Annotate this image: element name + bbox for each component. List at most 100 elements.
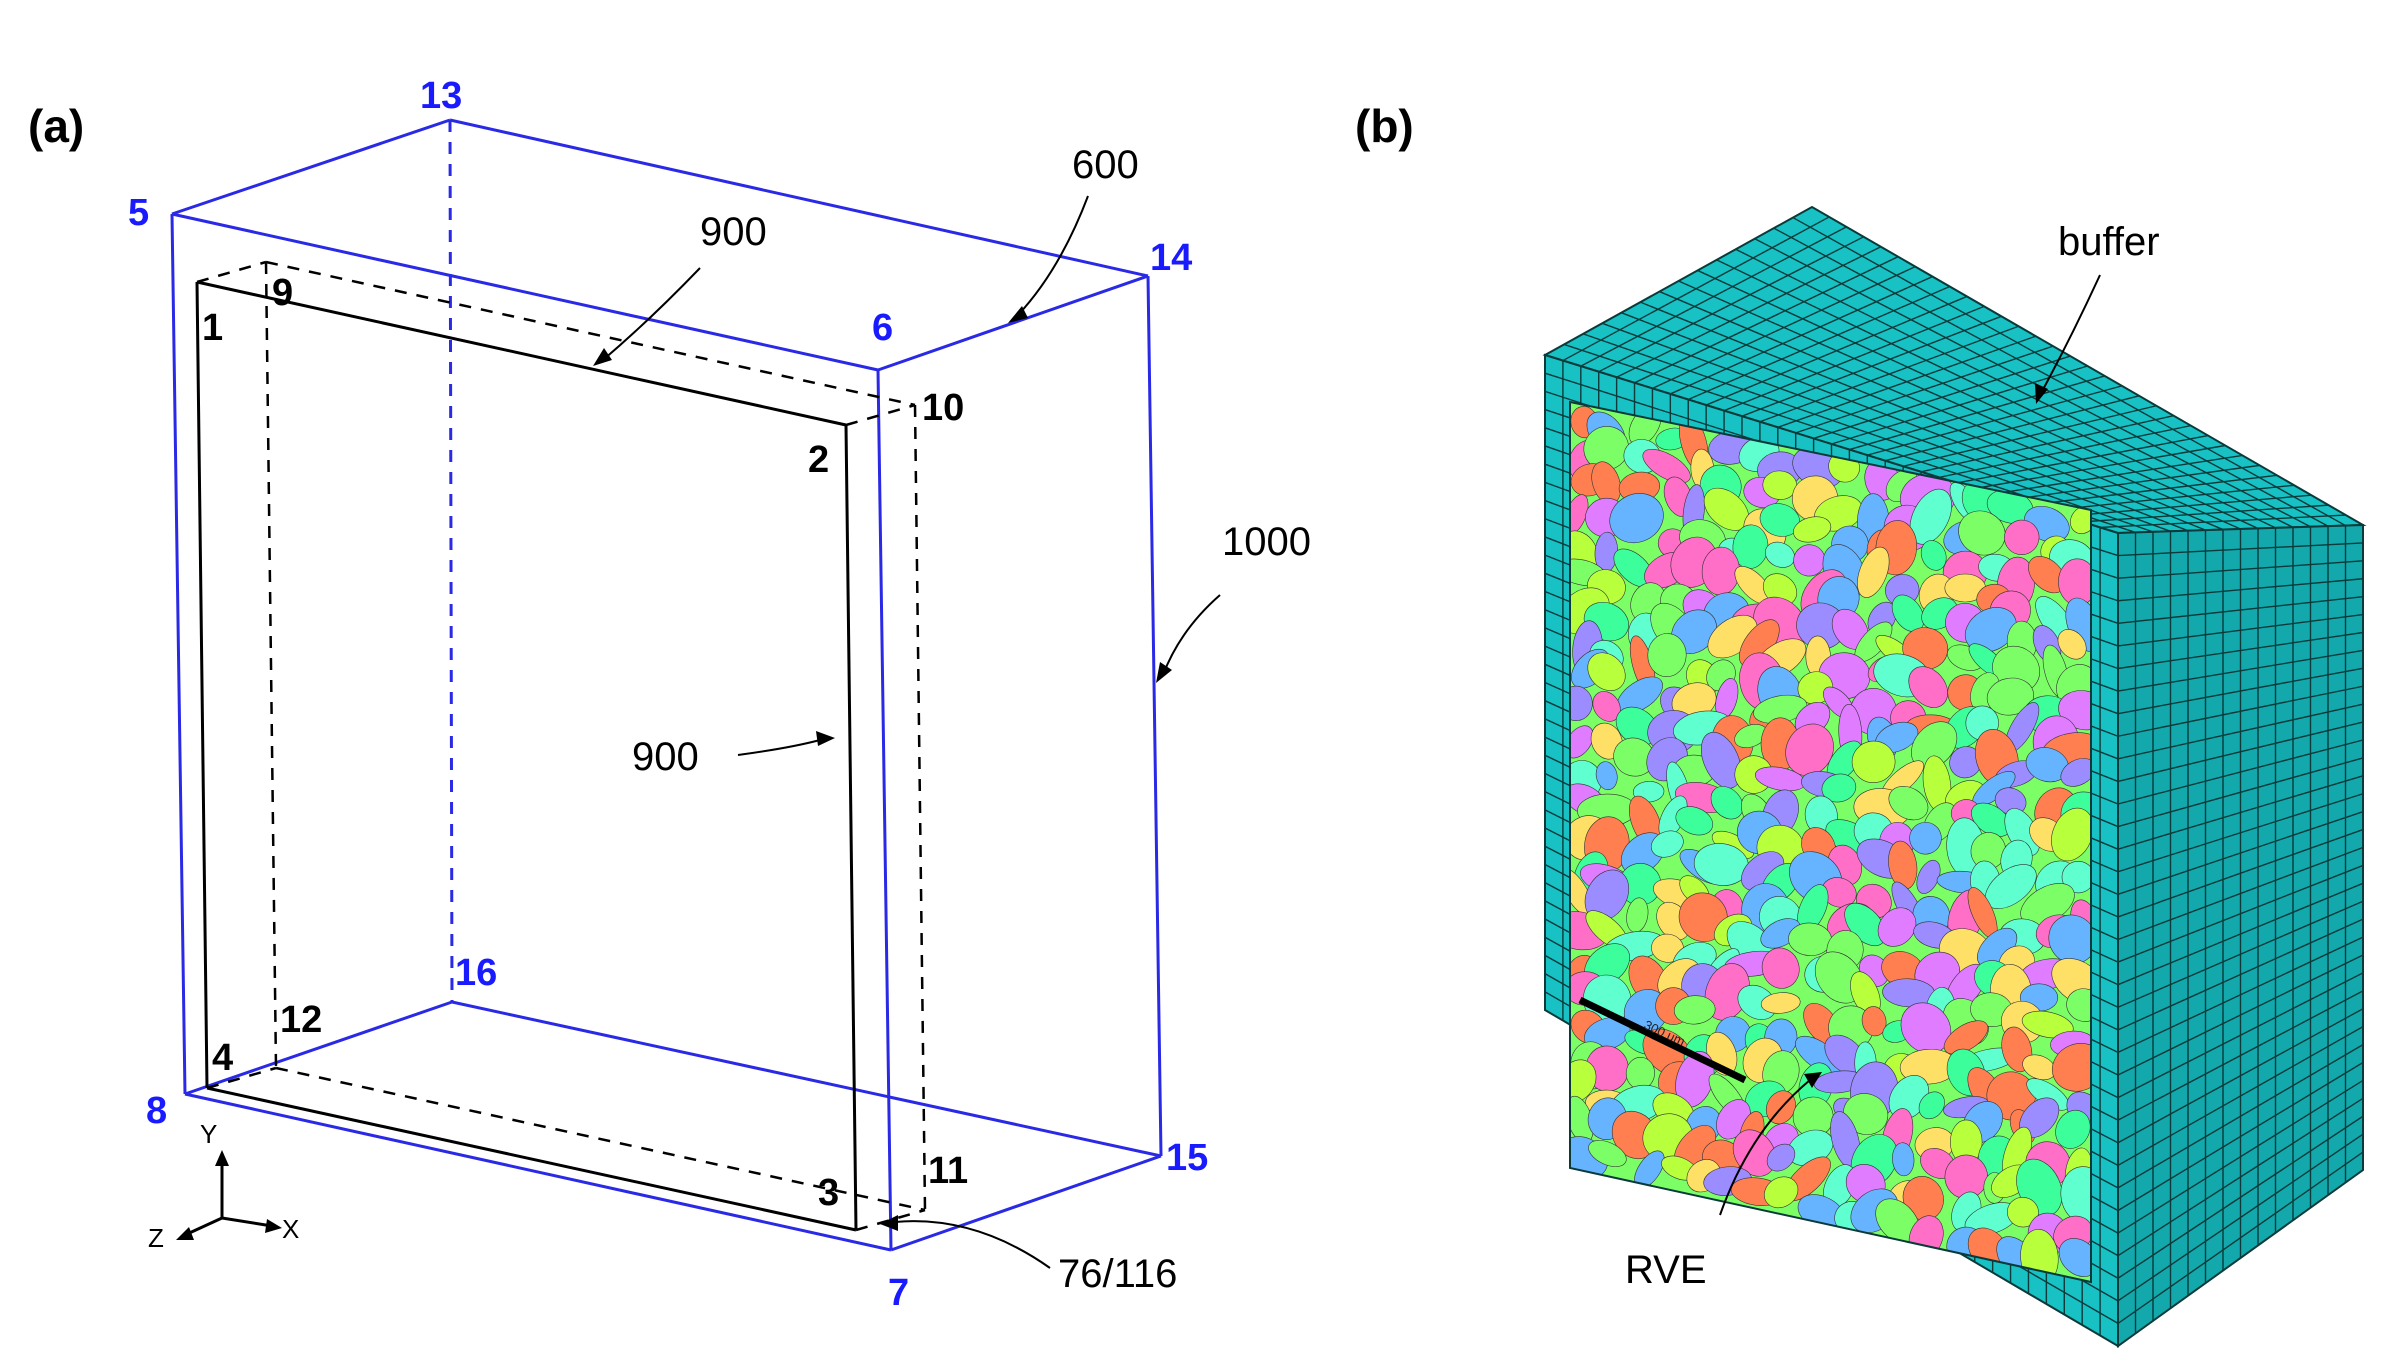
node-label-5: 5 [128, 192, 149, 234]
mesh-side-grid-line [2117, 595, 2364, 625]
grain [1918, 1091, 1945, 1120]
edge-2-3 [844, 424, 858, 1231]
mesh-side-grid-line [2117, 972, 2364, 1099]
edge-6-14 [877, 274, 1149, 372]
leader-900-top [602, 267, 701, 361]
mesh-top-grid-line [1759, 325, 2019, 423]
node-label-11: 11 [928, 1150, 968, 1192]
dim-label-900-top: 900 [700, 210, 767, 254]
grain [1877, 907, 1917, 947]
outer-box [170, 118, 1163, 1252]
mesh-side-grid-line [2117, 1026, 2364, 1166]
grain [1583, 426, 1629, 471]
dim-label-900-side: 900 [632, 735, 699, 779]
mesh-top-grid-line [1902, 405, 2157, 467]
grain [2007, 1197, 2039, 1228]
node-label-7: 7 [888, 1272, 909, 1314]
node-label-10: 10 [922, 387, 964, 429]
grain [1994, 787, 2027, 815]
mesh-side-grid-line [2117, 882, 2364, 986]
mesh-top-grid-line [1813, 355, 2071, 440]
mesh-top-grid-line [1741, 315, 2002, 417]
mesh-top-grid-line [1956, 434, 2209, 484]
scale-bar [1578, 996, 1747, 1084]
node-label-2: 2 [808, 439, 829, 481]
node-label-12: 12 [280, 999, 322, 1041]
axis-y-label: Y [200, 1119, 217, 1149]
grain [1760, 992, 1801, 1014]
edge-13-16-hidden [448, 119, 454, 1003]
edge-5-13 [171, 118, 451, 216]
grain [1732, 1129, 1776, 1177]
mesh-top-grid-line [1687, 285, 1951, 401]
mesh-side-grid-line [2117, 757, 2364, 828]
mesh-side-grid-line [2117, 631, 2364, 670]
leader-600 [1017, 195, 1089, 316]
mesh-side-grid-line [2117, 685, 2364, 737]
mesh-top-grid-line [1938, 424, 2191, 479]
mesh-top-grid-line [1920, 415, 2174, 473]
node-label-16: 16 [455, 952, 497, 994]
edge-14-15 [1146, 275, 1163, 1157]
grain [1592, 691, 1621, 722]
mesh-side-grid-line [2117, 864, 2364, 963]
mesh-top-grid-line [1974, 444, 2226, 490]
mesh-side-grid-line [2117, 1043, 2364, 1189]
edge-5-8 [170, 213, 187, 1095]
dim-label-76-116: 76/116 [1058, 1252, 1177, 1296]
grain [1861, 1006, 1887, 1037]
grain [1888, 786, 1929, 821]
node-label-8: 8 [146, 1090, 167, 1132]
edge-12-11-hidden [275, 1066, 926, 1212]
grain [1920, 540, 1947, 571]
mesh-side-grid-line [2117, 721, 2364, 783]
mesh-side-grid-line [2117, 1151, 2364, 1324]
grain [1595, 761, 1618, 791]
grain [1793, 516, 1832, 543]
grain [1647, 633, 1687, 677]
grain [1986, 677, 2034, 716]
rve-grains [1570, 405, 2091, 1282]
mesh-side-grid-line [2117, 936, 2364, 1054]
grain [1857, 546, 1890, 598]
leader-900-side [737, 739, 821, 756]
mesh-side-grid-line [2117, 775, 2364, 850]
grain [1609, 493, 1664, 544]
mesh-top-grid-line [2064, 494, 2312, 518]
dim-label-1000: 1000 [1222, 520, 1311, 564]
node-label-1: 1 [202, 307, 223, 349]
inner-node-labels: 1 2 3 4 9 10 11 12 [202, 272, 968, 1214]
mesh-side-grid-line [2117, 1008, 2364, 1144]
mesh-side-grid-line [2117, 900, 2364, 1008]
grain [1851, 740, 1896, 784]
mesh-side-grid-line [2117, 703, 2364, 760]
edge-9-10-hidden [265, 260, 916, 407]
mesh-side-grid-line [2117, 954, 2364, 1076]
mesh-top-grid-line [1992, 454, 2243, 495]
grain [1892, 1142, 1915, 1177]
node-label-13: 13 [420, 75, 462, 117]
mesh-side-grid-line [2117, 578, 2364, 602]
grain [1766, 1143, 1796, 1172]
node-label-4: 4 [212, 1037, 233, 1079]
mesh-side-grid-line [2117, 918, 2364, 1031]
node-label-14: 14 [1150, 237, 1192, 279]
mesh-top-grid-line [1777, 335, 2037, 428]
mesh-side-grid-line [2117, 739, 2364, 805]
mesh-side-grid-line [2117, 828, 2364, 918]
leader-1000 [1162, 594, 1221, 676]
grain [2061, 860, 2091, 894]
grain [1909, 822, 1942, 855]
grain [1587, 652, 1626, 691]
grain [1673, 995, 1716, 1025]
mesh-top-grid-line [1705, 295, 1968, 406]
node-label-9: 9 [272, 272, 293, 314]
edge-1-9-hidden [196, 260, 267, 284]
edge-13-14 [449, 118, 1149, 278]
leader-76-116 [894, 1220, 1051, 1269]
axis-x-label: X [282, 1214, 299, 1244]
inner-box [195, 260, 927, 1232]
mesh-top-grid-line [2082, 504, 2329, 523]
